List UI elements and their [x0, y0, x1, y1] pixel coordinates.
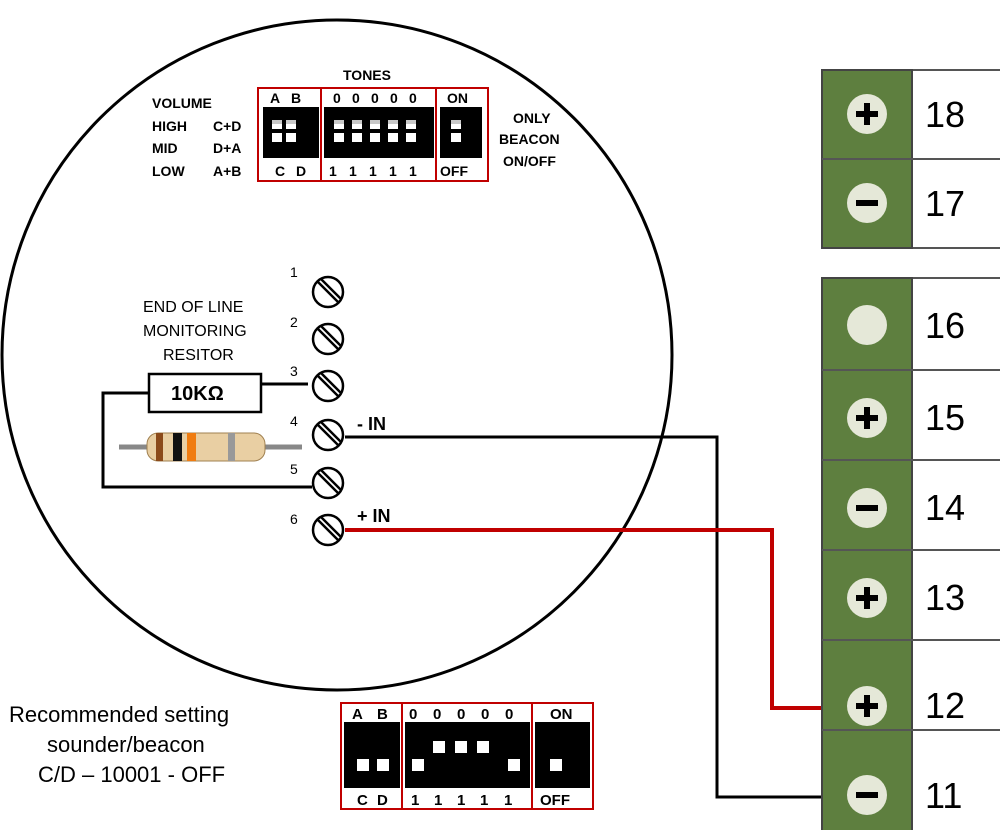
terminal-screw-6 [311, 513, 345, 547]
beacon-line-3: ON/OFF [503, 153, 556, 169]
volume-high: HIGH [152, 118, 187, 134]
panel-block-top [821, 69, 1000, 249]
dip-rec-d: D [377, 792, 388, 809]
volume-high-combo: C+D [213, 118, 241, 134]
resistor-icon [119, 432, 302, 462]
eol-label: END OF LINE MONITORING RESITOR [143, 299, 247, 364]
panel-terminal-12: 12 [925, 685, 965, 726]
dip-switch-top: A B 0 0 0 0 0 ON C D 1 1 1 1 1 OFF [257, 87, 489, 182]
recommended-line-1: Recommended setting [9, 702, 229, 727]
dip-rec-c: C [357, 792, 368, 809]
volume-title: VOLUME [152, 95, 212, 111]
dip-top-tone-on-2: 0 [352, 90, 360, 106]
dip-rec-b: B [377, 706, 388, 723]
resistor-loop-wire [101, 391, 312, 489]
panel-terminal-16: 16 [925, 305, 965, 346]
dip-rec-tone-off-3: 1 [457, 792, 465, 809]
plus-in-wire [345, 528, 822, 710]
dip-rec-tone-on-3: 0 [457, 706, 465, 723]
tones-label: TONES [343, 67, 391, 83]
panel-terminal-11: 11 [925, 775, 962, 816]
dip-top-tone-off-3: 1 [369, 163, 377, 179]
dip-rec-tone-off-2: 1 [434, 792, 442, 809]
dip-top-on: ON [447, 90, 468, 106]
panel-terminal-18: 18 [925, 94, 965, 135]
dip-rec-tone-on-1: 0 [409, 706, 417, 723]
terminal-screw-3 [311, 369, 345, 403]
dip-top-tone-off-2: 1 [349, 163, 357, 179]
sounder-body [0, 18, 674, 692]
panel-terminal-13: 13 [925, 577, 965, 618]
terminal-screw-2 [311, 322, 345, 356]
dip-top-tone-on-1: 0 [333, 90, 341, 106]
dip-top-tone-on-3: 0 [371, 90, 379, 106]
minus-in-wire [345, 435, 822, 799]
dip-top-d: D [296, 163, 306, 179]
dip-top-tone-off-4: 1 [389, 163, 397, 179]
recommended-text: Recommended setting sounder/beacon C/D –… [9, 702, 229, 787]
dip-rec-tone-off-5: 1 [504, 792, 512, 809]
terminal-number-4: 4 [290, 413, 298, 429]
dip-rec-tone-on-4: 0 [481, 706, 489, 723]
volume-low: LOW [152, 163, 185, 179]
volume-legend: VOLUME HIGH C+D MID D+A LOW A+B [152, 95, 241, 179]
terminal-screw-5 [311, 466, 345, 500]
dip-rec-tone-on-5: 0 [505, 706, 513, 723]
terminal-number-5: 5 [290, 461, 298, 477]
minus-in-label: - IN [357, 414, 386, 434]
dip-rec-tone-off-4: 1 [480, 792, 488, 809]
eol-line-3: RESITOR [163, 347, 234, 364]
dip-rec-tone-on-2: 0 [433, 706, 441, 723]
dip-rec-on: ON [550, 706, 573, 723]
volume-low-combo: A+B [213, 163, 241, 179]
volume-mid-combo: D+A [213, 140, 241, 156]
terminal-screw-1 [311, 275, 345, 309]
terminal-numbers: 1 2 3 4 5 6 [290, 264, 298, 527]
terminal-number-1: 1 [290, 264, 298, 280]
recommended-line-3: C/D – 10001 - OFF [38, 762, 225, 787]
terminal-number-2: 2 [290, 314, 298, 330]
plus-in-label: + IN [357, 506, 391, 526]
resistor-value-box [147, 372, 263, 414]
dip-top-tone-on-4: 0 [390, 90, 398, 106]
dip-top-c: C [275, 163, 285, 179]
dip-top-tone-off-5: 1 [409, 163, 417, 179]
recommended-line-2: sounder/beacon [47, 732, 205, 757]
panel-terminal-17: 17 [925, 183, 965, 224]
terminal-screws [311, 275, 345, 547]
dip-top-b: B [291, 90, 301, 106]
terminal-screw-4 [311, 418, 345, 452]
beacon-line-1: ONLY [513, 110, 551, 126]
beacon-line-2: BEACON [499, 131, 560, 147]
resistor-value: 10KΩ [171, 383, 224, 405]
panel-block-bottom [821, 277, 1000, 830]
dip-rec-tone-off-1: 1 [411, 792, 419, 809]
beacon-legend: ONLY BEACON ON/OFF [499, 110, 560, 169]
eol-line-1: END OF LINE [143, 299, 243, 316]
dip-rec-a: A [352, 706, 363, 723]
dip-rec-off: OFF [540, 792, 570, 809]
dip-top-a: A [270, 90, 280, 106]
terminal-number-3: 3 [290, 363, 298, 379]
panel-terminal-14: 14 [925, 487, 965, 528]
dip-top-tone-on-5: 0 [409, 90, 417, 106]
panel-terminal-15: 15 [925, 397, 965, 438]
dip-switch-recommended: A B 0 0 0 0 0 ON C D 1 1 1 1 1 OFF [340, 702, 594, 810]
dip-top-tone-off-1: 1 [329, 163, 337, 179]
eol-line-2: MONITORING [143, 323, 247, 340]
dip-top-off: OFF [440, 163, 468, 179]
terminal-number-6: 6 [290, 511, 298, 527]
volume-mid: MID [152, 140, 178, 156]
